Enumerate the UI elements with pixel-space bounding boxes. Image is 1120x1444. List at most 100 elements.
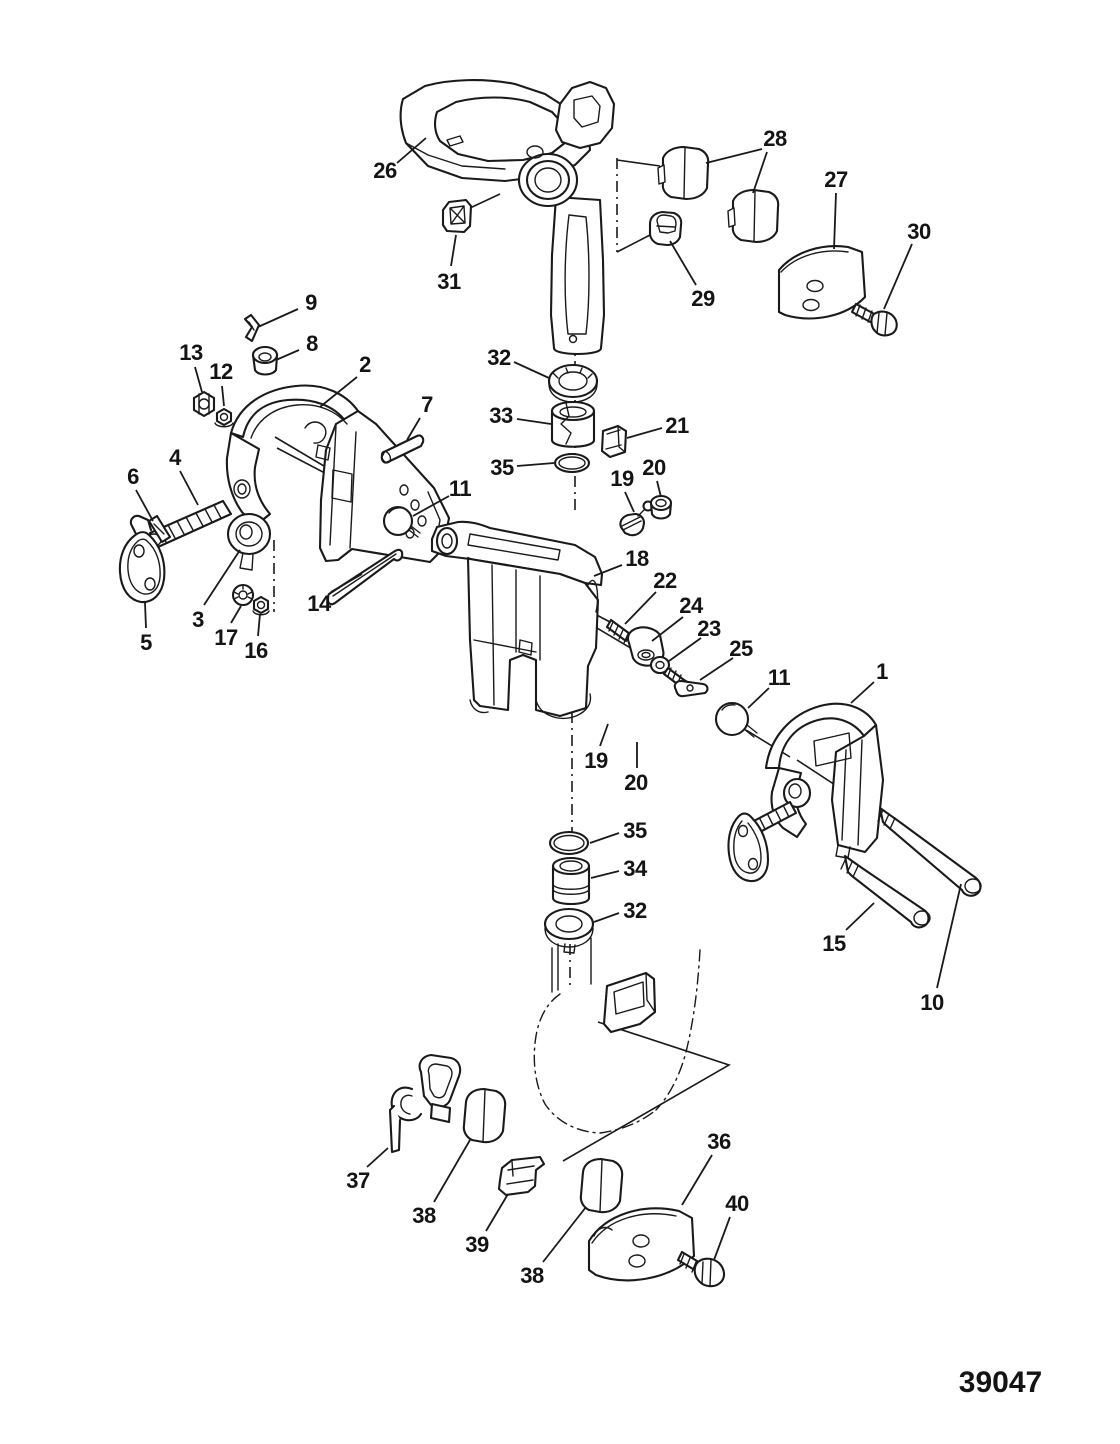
leader-line-38 <box>433 1139 471 1203</box>
bore <box>641 651 651 659</box>
jaw <box>225 431 272 528</box>
part-29-clip <box>648 210 683 247</box>
bore <box>258 352 272 362</box>
petals <box>233 584 253 600</box>
callout-label-34-36: 34 <box>623 856 648 881</box>
inner <box>127 538 161 595</box>
callout-label-24-28: 24 <box>679 593 704 618</box>
callout-label-5-21: 5 <box>140 630 152 655</box>
part-28-blocks <box>657 145 780 244</box>
detail <box>248 321 255 331</box>
mount-line-31 <box>469 193 501 209</box>
top <box>649 494 673 512</box>
leader-line-34 <box>590 870 620 879</box>
callout-label-22-27: 22 <box>653 568 677 593</box>
part-35-oring-upper <box>553 452 591 474</box>
callout-label-11-31: 11 <box>768 665 791 690</box>
hole-1 <box>806 279 824 293</box>
hub <box>239 524 253 540</box>
callout-label-26-0: 26 <box>373 158 397 183</box>
inner <box>558 456 586 470</box>
coils <box>608 621 629 644</box>
bore <box>238 590 248 600</box>
block-a-crease <box>683 147 686 199</box>
leader-line-4 <box>179 470 199 506</box>
part-23-nut <box>649 655 671 675</box>
pad-inner <box>733 820 762 874</box>
part-15-bolt <box>840 854 931 929</box>
hole-2 <box>628 1254 646 1268</box>
part-11-ball-left <box>382 505 421 538</box>
head <box>870 310 898 337</box>
top <box>551 856 591 876</box>
shaft-slot <box>564 214 590 335</box>
rim <box>235 521 263 547</box>
callout-label-35-17: 35 <box>490 455 514 480</box>
leg <box>388 1104 402 1154</box>
part-31-grommet <box>441 198 473 234</box>
leader-line-40 <box>713 1216 731 1261</box>
leader-line-10 <box>936 883 962 989</box>
bore <box>558 371 588 391</box>
callout-label-38-43: 38 <box>520 1263 544 1288</box>
shaft-hole <box>568 334 578 344</box>
bottom-cup <box>469 693 592 719</box>
driveshaft-housing <box>533 937 701 1134</box>
leader-line-23 <box>668 637 702 662</box>
leader-line-28 <box>752 151 768 194</box>
hex <box>215 407 233 427</box>
part-24-spacer <box>626 626 665 667</box>
leader-line-18 <box>593 564 623 577</box>
part-13-nut <box>192 390 216 418</box>
part-38-block-b <box>579 1157 624 1214</box>
hole-2 <box>410 499 420 511</box>
part-38-block-a <box>462 1087 507 1144</box>
leader-line-24 <box>651 616 684 642</box>
hole-3 <box>417 515 427 527</box>
leader-line-32 <box>593 912 620 923</box>
detail <box>506 1160 535 1185</box>
threads <box>840 857 859 878</box>
detail <box>605 425 626 453</box>
group-line-29 <box>616 233 653 253</box>
part-32-seal-upper <box>547 363 599 403</box>
callout-label-31-1: 31 <box>437 269 461 294</box>
part-30-bolt <box>850 302 898 337</box>
part-1-clamp-bracket <box>727 702 885 883</box>
part-8-cap <box>251 345 279 376</box>
leader-line-33 <box>516 418 552 425</box>
callout-label-7-11: 7 <box>421 392 433 417</box>
part-25-tilt-bolt <box>662 666 709 698</box>
leader-line-3 <box>203 549 241 606</box>
leader-line-17 <box>230 605 242 624</box>
body <box>466 556 600 718</box>
leader-line-19 <box>599 723 609 747</box>
leader-line-13 <box>194 366 203 393</box>
leader-line-14 <box>330 573 363 593</box>
callout-label-14-25: 14 <box>307 591 332 616</box>
callout-label-6-13: 6 <box>127 464 139 489</box>
split <box>560 402 572 445</box>
part-3-swivel-washer <box>226 512 272 571</box>
outline <box>777 245 867 320</box>
hole-top <box>133 544 145 558</box>
leader-line-11 <box>412 495 450 517</box>
leader-line-36 <box>681 1154 713 1206</box>
highlight <box>332 553 397 597</box>
outline <box>326 548 404 606</box>
jaw-hole <box>233 479 251 499</box>
handle-rim <box>405 142 506 170</box>
leader-line-26 <box>396 137 427 164</box>
fork-pivot <box>526 145 544 159</box>
tab <box>129 514 153 536</box>
outline <box>497 1155 546 1197</box>
bore <box>655 498 667 508</box>
flange <box>252 610 270 616</box>
head <box>964 878 982 894</box>
body <box>550 409 596 448</box>
swivel-shaft <box>549 195 606 356</box>
hole-2 <box>802 298 820 312</box>
part-16-nut <box>252 595 270 616</box>
